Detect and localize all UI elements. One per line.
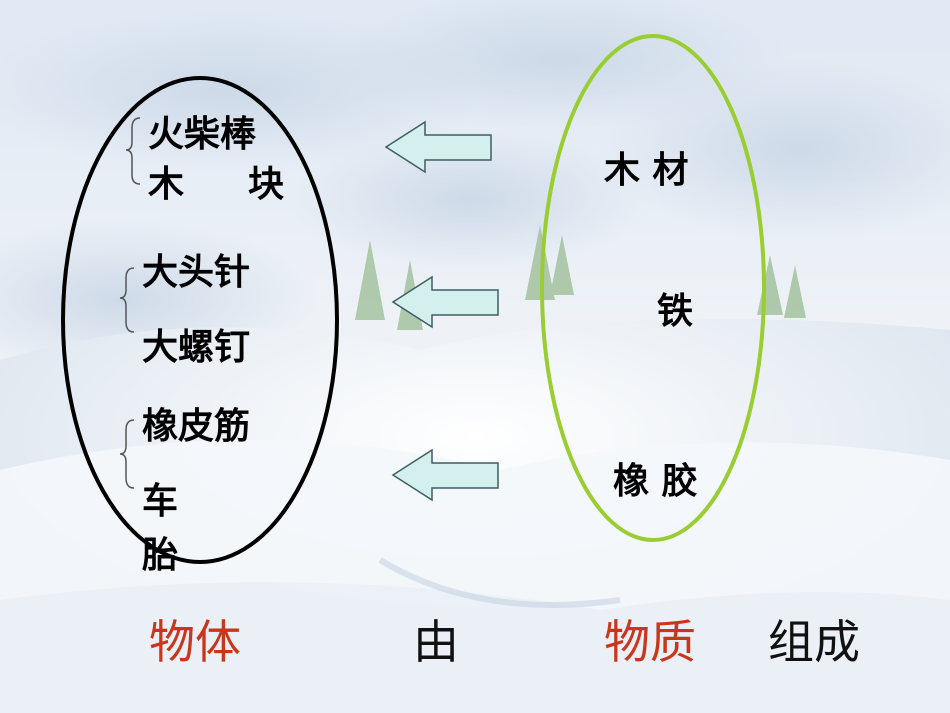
sentence-end: 组成: [768, 615, 860, 669]
object-label-matchstick: 火柴棒: [148, 114, 257, 155]
object-label-tire-2: 胎: [142, 535, 179, 576]
object-label-rubber-band: 橡皮筋: [142, 406, 251, 447]
object-label-pin: 大头针: [142, 252, 251, 293]
left-arrow-icon: [391, 275, 499, 329]
sentence-subject: 物体: [149, 615, 241, 669]
material-label-wood: 木 材: [604, 150, 689, 191]
sentence-verb: 由: [413, 615, 459, 669]
material-label-iron: 铁: [657, 291, 694, 332]
object-label-screw: 大螺钉: [142, 327, 251, 368]
left-arrow-icon: [384, 120, 492, 174]
material-label-rubber: 橡 胶: [613, 461, 698, 502]
object-label-tire-1: 车: [142, 481, 179, 522]
brace-group1: [125, 117, 141, 185]
brace-group2: [119, 267, 135, 333]
brace-group3: [119, 419, 135, 489]
sentence-object: 物质: [604, 615, 696, 669]
object-label-wood-block: 木 块: [148, 164, 299, 205]
left-arrow-icon: [391, 448, 499, 502]
material-ellipse: [540, 34, 766, 542]
object-ellipse: [61, 76, 339, 564]
